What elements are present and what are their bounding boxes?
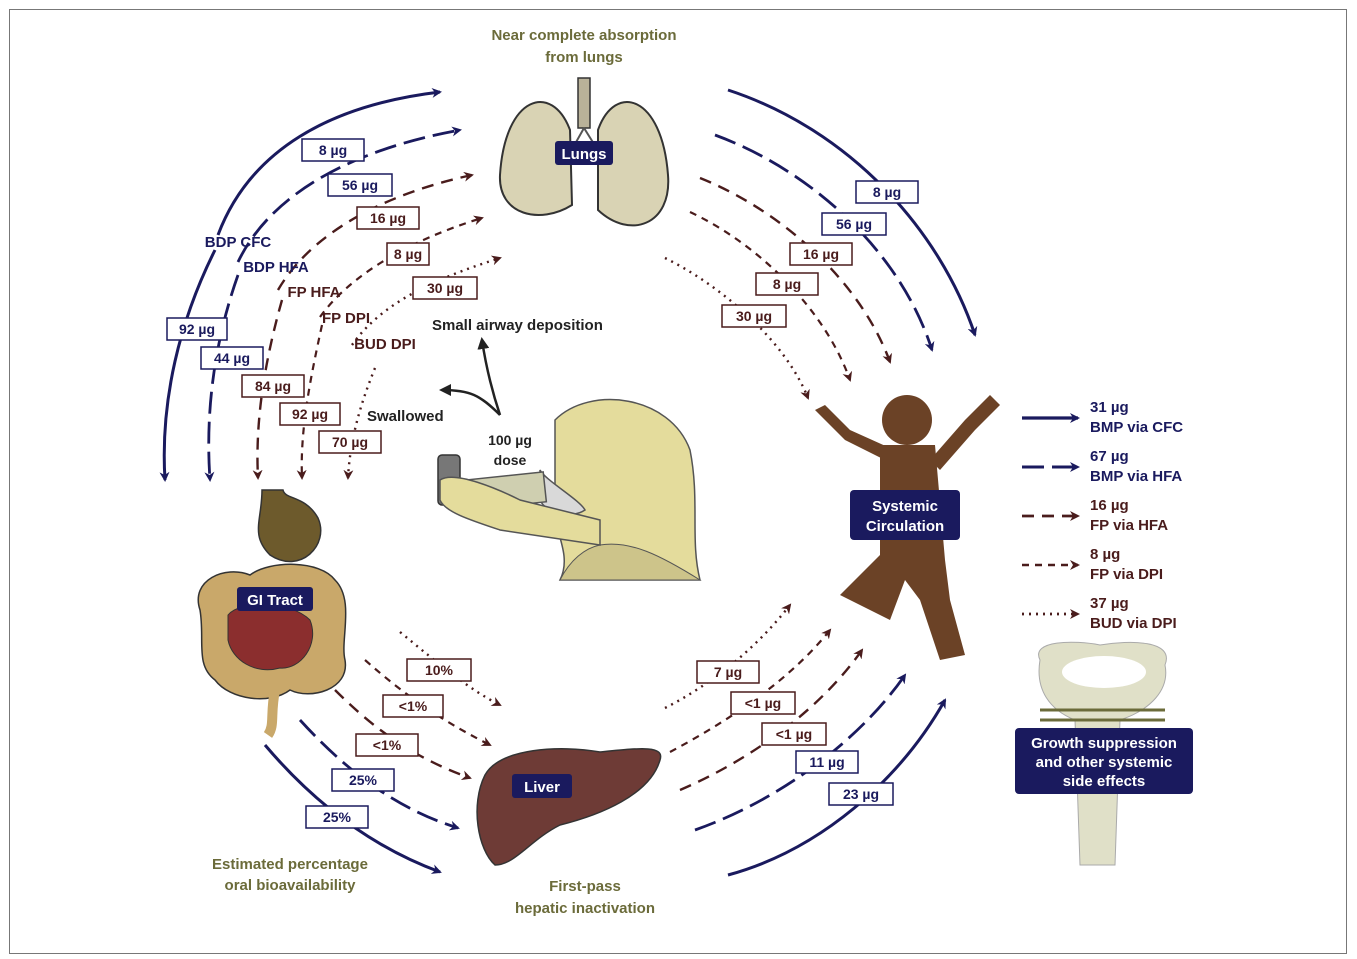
effects-line1: Growth suppression [1031, 735, 1177, 752]
arrow-lungs-to-systemic-4 [690, 212, 850, 380]
caption-top-line2: from lungs [545, 49, 623, 66]
formulation-label-2: BDP HFA [243, 259, 309, 276]
liver-label: Liver [524, 779, 560, 796]
to-gi-value-2: 44 µg [214, 350, 250, 366]
legend-label-5: BUD via DPI [1090, 615, 1177, 632]
to-gi-value-3: 84 µg [255, 378, 291, 394]
arrow-to-lungs-4 [320, 218, 482, 317]
effects-line3: side effects [1063, 773, 1146, 790]
arrow-to-gi-2 [209, 275, 238, 480]
to-gi-value-4: 92 µg [292, 406, 328, 422]
liver-to-systemic-value-2: <1 µg [745, 695, 781, 711]
gi-to-liver-value-3: <1% [373, 737, 402, 753]
legend-amount-5: 37 µg [1090, 595, 1129, 612]
effects-line2: and other systemic [1036, 754, 1173, 771]
liver-to-systemic-value-5: 23 µg [843, 786, 879, 802]
lungs-to-systemic-value-4: 8 µg [773, 276, 801, 292]
legend: 31 µg BMP via CFC 67 µg BMP via HFA 16 µg FP … [1022, 399, 1183, 632]
to-lungs-value-5: 30 µg [427, 280, 463, 296]
caption-small-airway: Small airway deposition [432, 317, 603, 334]
lungs-to-systemic-value-1: 8 µg [873, 184, 901, 200]
caption-bioavail-line1: Estimated percentage [212, 856, 368, 873]
legend-amount-4: 8 µg [1090, 546, 1120, 563]
gi-to-liver-value-4: 25% [349, 772, 378, 788]
liver-to-systemic-value-1: 7 µg [714, 664, 742, 680]
legend-label-1: BMP via CFC [1090, 419, 1183, 436]
lungs-label: Lungs [562, 146, 607, 163]
legend-label-3: FP via HFA [1090, 517, 1168, 534]
arrow-lungs-to-systemic-3 [700, 178, 890, 362]
to-lungs-value-2: 56 µg [342, 177, 378, 193]
to-lungs-value-4: 8 µg [394, 246, 422, 262]
gi-to-liver-value-5: 25% [323, 809, 352, 825]
gi-to-liver-value-2: <1% [399, 698, 428, 714]
lungs-to-systemic-value-3: 16 µg [803, 246, 839, 262]
legend-amount-1: 31 µg [1090, 399, 1129, 416]
caption-swallowed: Swallowed [367, 408, 444, 425]
to-lungs-value-1: 8 µg [319, 142, 347, 158]
legend-label-4: FP via DPI [1090, 566, 1163, 583]
swallowed-arrow [442, 390, 500, 415]
to-gi-value-5: 70 µg [332, 434, 368, 450]
liver-to-systemic-value-3: <1 µg [776, 726, 812, 742]
liver-illustration [477, 749, 661, 865]
caption-firstpass-line1: First-pass [549, 878, 621, 895]
systemic-label-line2: Circulation [866, 518, 944, 535]
legend-amount-3: 16 µg [1090, 497, 1129, 514]
lungs-to-systemic-value-2: 56 µg [836, 216, 872, 232]
legend-amount-2: 67 µg [1090, 448, 1129, 465]
caption-dose-line1: 100 µg [488, 432, 532, 448]
formulation-label-1: BDP CFC [205, 234, 272, 251]
formulation-label-4: FP DPI [322, 310, 370, 327]
caption-bioavail-line2: oral bioavailability [225, 877, 357, 894]
formulation-label-3: FP HFA [287, 284, 340, 301]
gi-tract-illustration [198, 490, 346, 735]
to-lungs-value-3: 16 µg [370, 210, 406, 226]
gi-to-liver-value-1: 10% [425, 662, 454, 678]
child-with-inhaler-illustration [438, 400, 700, 580]
arrow-to-gi-4 [302, 325, 322, 478]
lungs-to-systemic-value-5: 30 µg [736, 308, 772, 324]
to-gi-value-1: 92 µg [179, 321, 215, 337]
caption-dose-line2: dose [494, 452, 527, 468]
gi-label: GI Tract [247, 592, 303, 609]
liver-to-systemic-value-4: 11 µg [809, 754, 844, 770]
caption-top-line1: Near complete absorption [491, 27, 676, 44]
legend-label-2: BMP via HFA [1090, 468, 1182, 485]
formulation-label-5: BUD DPI [354, 336, 416, 353]
systemic-label-line1: Systemic [872, 498, 938, 515]
small-airway-arrow [482, 340, 500, 415]
caption-firstpass-line2: hepatic inactivation [515, 900, 655, 917]
